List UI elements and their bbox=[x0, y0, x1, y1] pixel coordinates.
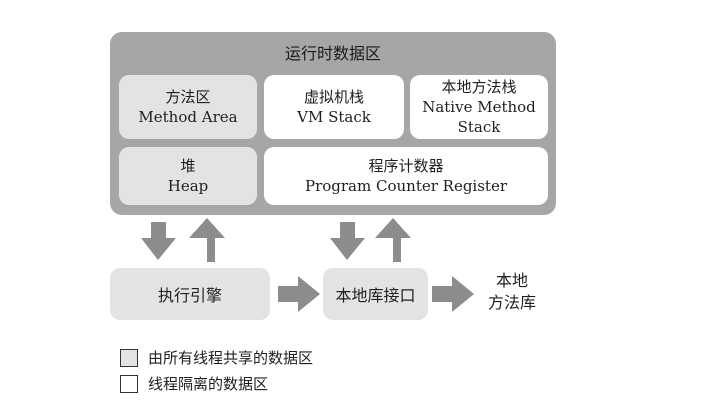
legend-isolated: 线程隔离的数据区 bbox=[120, 373, 268, 394]
vm-stack-en: VM Stack bbox=[297, 108, 371, 126]
heap-en: Heap bbox=[167, 177, 209, 195]
legend-shared-swatch bbox=[120, 348, 138, 367]
method-area-zh: 方法区 bbox=[165, 88, 211, 106]
native-method-stack-zh: 本地方法栈 bbox=[441, 78, 517, 96]
down-arrow-left-icon bbox=[141, 222, 176, 260]
native-method-stack-box: 本地方法栈 Native Method Stack bbox=[410, 75, 548, 139]
execution-engine-label: 执行引擎 bbox=[157, 286, 222, 305]
legend-shared-label: 由所有线程共享的数据区 bbox=[148, 349, 314, 367]
native-interface-box: 本地库接口 bbox=[323, 268, 428, 320]
up-arrow-left-icon bbox=[189, 218, 225, 262]
native-method-stack-en-line2: Stack bbox=[457, 118, 501, 136]
program-counter-zh: 程序计数器 bbox=[368, 157, 444, 175]
heap-box: 堆 Heap bbox=[119, 147, 257, 205]
down-arrow-middle-icon bbox=[330, 222, 365, 260]
runtime-data-area-title: 运行时数据区 bbox=[284, 44, 381, 63]
right-arrow-engine-icon bbox=[278, 276, 320, 312]
method-area-en: Method Area bbox=[138, 108, 238, 126]
execution-engine-box: 执行引擎 bbox=[110, 268, 270, 320]
vm-stack-zh: 虚拟机栈 bbox=[303, 88, 364, 106]
program-counter-en: Program Counter Register bbox=[304, 177, 508, 195]
native-method-stack-en-line1: Native Method bbox=[422, 98, 536, 116]
legend-shared: 由所有线程共享的数据区 bbox=[120, 347, 313, 368]
method-area-box: 方法区 Method Area bbox=[119, 75, 257, 139]
program-counter-box: 程序计数器 Program Counter Register bbox=[264, 147, 548, 205]
up-arrow-middle-icon bbox=[375, 218, 411, 262]
heap-zh: 堆 bbox=[180, 157, 196, 175]
native-library-line1: 本地 bbox=[495, 271, 528, 290]
native-library-line2: 方法库 bbox=[487, 293, 536, 312]
right-arrow-interface-icon bbox=[432, 276, 474, 312]
native-library: 本地 方法库 bbox=[482, 270, 542, 314]
vm-stack-box: 虚拟机栈 VM Stack bbox=[264, 75, 404, 139]
legend-isolated-swatch bbox=[120, 374, 138, 393]
native-interface-label: 本地库接口 bbox=[335, 286, 416, 305]
legend-isolated-label: 线程隔离的数据区 bbox=[148, 375, 269, 393]
